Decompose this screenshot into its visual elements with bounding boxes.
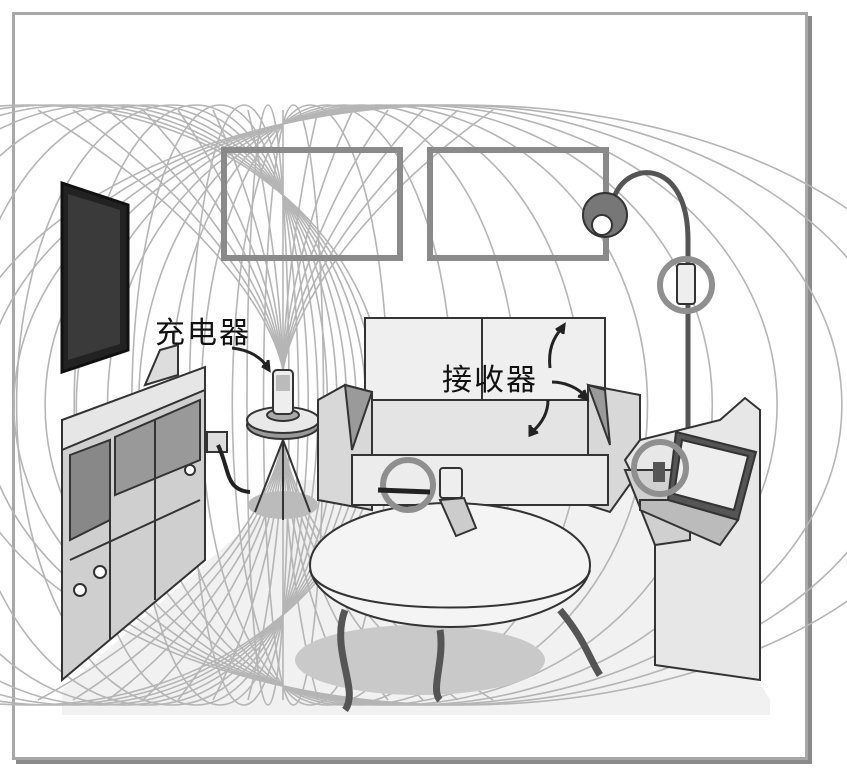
lamp-receiver-phone	[657, 256, 715, 314]
sofa	[317, 317, 641, 514]
field-line	[282, 109, 494, 371]
window-left	[221, 147, 403, 261]
field-line	[247, 109, 284, 371]
field-line	[142, 109, 284, 371]
field-line	[37, 439, 284, 701]
field-line	[0, 104, 847, 706]
field-line	[247, 439, 284, 701]
field-line	[107, 439, 284, 701]
laptop-receiver	[631, 439, 689, 497]
television	[60, 180, 130, 375]
receivers-label: 接收器	[442, 363, 538, 398]
field-line	[72, 439, 284, 701]
field-line	[282, 109, 354, 371]
bookshelf	[61, 343, 206, 683]
label-arrows	[231, 322, 590, 438]
coffee-table	[295, 502, 603, 713]
field-line	[72, 109, 284, 371]
side-table	[246, 406, 320, 520]
wall-outlet	[206, 431, 251, 494]
field-line	[212, 439, 284, 701]
charger-phone	[272, 369, 294, 415]
magnetic-field-lines	[0, 104, 847, 706]
field-line	[107, 109, 284, 371]
field-line	[282, 109, 424, 371]
field-line	[37, 109, 284, 371]
field-line	[282, 109, 319, 371]
table-receiver-phone	[377, 457, 478, 538]
laptop	[639, 430, 758, 547]
field-line	[282, 109, 389, 371]
field-line	[282, 109, 459, 371]
field-line	[212, 109, 284, 371]
floor-lamp	[582, 170, 691, 430]
field-line	[142, 439, 284, 701]
window-right	[427, 147, 609, 261]
field-line	[177, 439, 284, 701]
field-line	[177, 109, 284, 371]
charger-label: 充电器	[155, 316, 251, 351]
